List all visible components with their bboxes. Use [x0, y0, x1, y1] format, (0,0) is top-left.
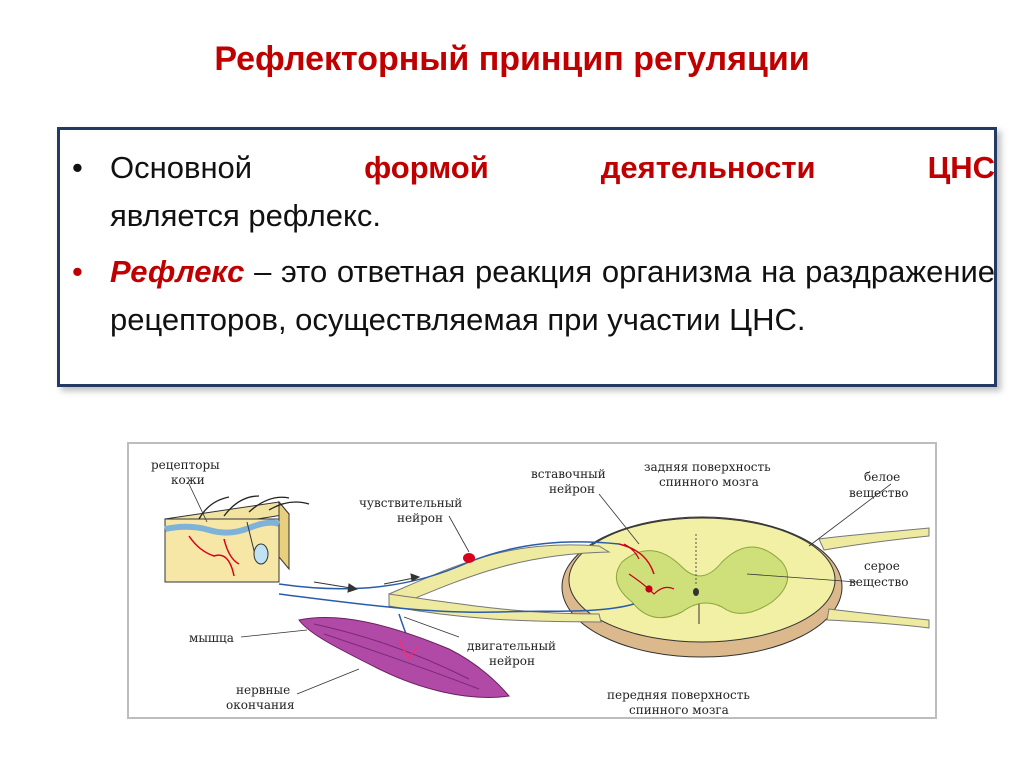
label-white-line2: вещество	[849, 486, 908, 500]
muscle	[298, 617, 510, 698]
label-receptors-line2: кожи	[171, 473, 205, 487]
leader-lines	[188, 483, 892, 695]
label-gray-line1: серое	[864, 559, 900, 573]
bullet1-word-osnovnoy: Основной	[110, 150, 253, 185]
label-interneuron-line2: нейрон	[549, 482, 595, 496]
label-white-line1: белое	[864, 470, 900, 484]
reflex-arc-figure: рецепторы кожи чувствительный нейрон вст…	[127, 442, 937, 719]
skin-block	[164, 500, 290, 583]
reflex-arc-diagram: рецепторы кожи чувствительный нейрон вст…	[151, 458, 930, 717]
label-motor-line1: двигательный	[467, 639, 556, 653]
label-ventral-line2: спинного мозга	[629, 703, 729, 717]
label-interneuron-line1: вставочный	[531, 467, 606, 481]
label-endings-line1: нервные	[236, 683, 290, 697]
label-gray-line2: вещество	[849, 575, 908, 589]
spinal-cord	[561, 516, 843, 658]
bullet1-word-cns: ЦНС	[927, 150, 995, 185]
reflex-definition-text: – это ответная реакция организма на разд…	[110, 254, 995, 337]
direction-arrows	[313, 573, 700, 624]
definition-box: • Основной формой деятельности ЦНС являе…	[57, 127, 997, 387]
bullet1-word-formoy: формой	[364, 150, 489, 185]
label-dorsal-line2: спинного мозга	[659, 475, 759, 489]
bullet-marker: •	[72, 254, 83, 289]
nerve-roots	[388, 527, 930, 629]
page-title: Рефлекторный принцип регуляции	[214, 40, 810, 78]
label-sensory-line1: чувствительный	[359, 496, 462, 510]
bullet1-word-deyatelnosti: деятельности	[600, 150, 816, 185]
bullet-marker: •	[72, 150, 83, 185]
label-ventral-line1: передняя поверхность	[607, 688, 750, 702]
label-muscle: мышца	[189, 631, 234, 645]
sensory-neuron-body	[463, 553, 475, 563]
label-receptors-line1: рецепторы	[151, 458, 220, 472]
label-endings-line2: окончания	[226, 698, 295, 712]
label-motor-line2: нейрон	[489, 654, 535, 668]
label-dorsal-line1: задняя поверхность	[644, 460, 771, 474]
interneuron	[623, 543, 675, 595]
label-sensory-line2: нейрон	[397, 511, 443, 525]
bullet1-rest: является рефлекс.	[110, 198, 382, 233]
reflex-term: Рефлекс	[110, 254, 245, 289]
hairs	[198, 495, 310, 520]
